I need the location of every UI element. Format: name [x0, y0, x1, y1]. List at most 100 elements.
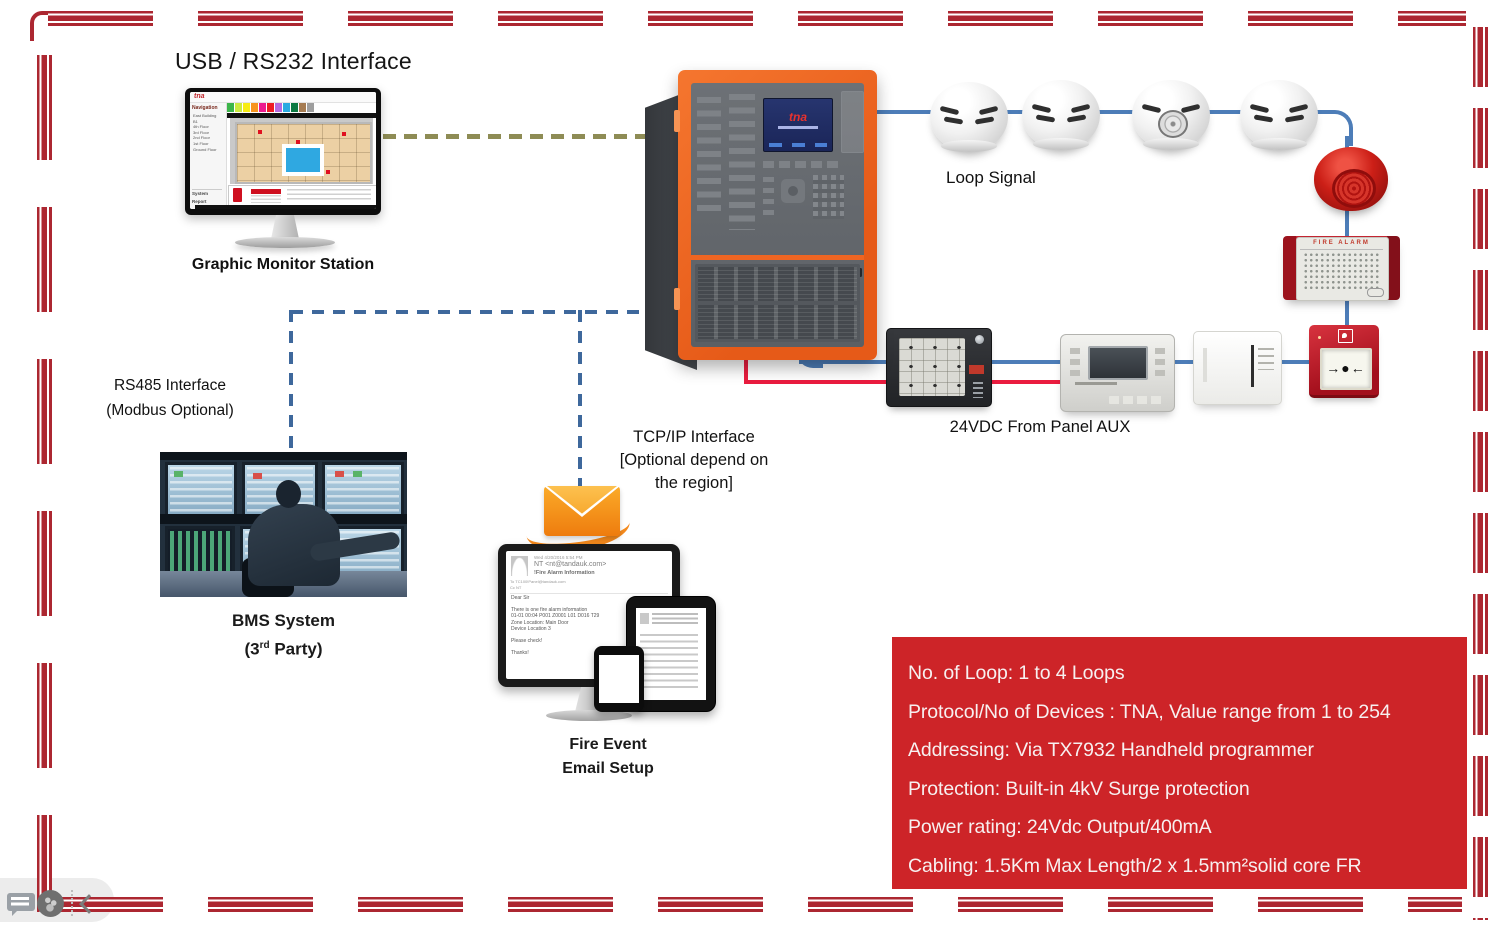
panel-hinge	[674, 110, 680, 132]
tcpip-label: TCP/IP Interface [Optional depend on the…	[619, 428, 769, 492]
graphic-monitor-station: tna Navigation East Building B1 4th Floo…	[185, 88, 381, 284]
sounder-logo	[1367, 288, 1384, 297]
loop-wire-down	[1345, 136, 1349, 332]
monitor-stand	[271, 215, 299, 239]
cursor-badge-icon[interactable]	[37, 890, 64, 917]
spec-line: Addressing: Via TX7932 Handheld programm…	[908, 739, 1314, 762]
app-title-bar	[227, 113, 376, 118]
app-toolbar-icons[interactable]	[227, 103, 376, 112]
specifications-box: No. of Loop: 1 to 4 Loops Protocol/No of…	[892, 637, 1467, 889]
callpoint-button[interactable]: →●←	[1320, 348, 1372, 390]
fire-repeater-panel	[1060, 334, 1175, 412]
graphic-monitor-label: Graphic Monitor Station	[191, 256, 375, 273]
border-top	[48, 11, 1466, 26]
module-text-block	[1258, 348, 1274, 370]
email-date: Wed 4/20/2016 5:54 PM	[534, 555, 583, 560]
page-title: USB / RS232 Interface	[175, 48, 412, 74]
monitor-bezel: tna Navigation East Building B1 4th Floo…	[185, 88, 381, 215]
bms-label: BMS System (3rd Party)	[232, 611, 335, 659]
panel-hinge	[674, 288, 680, 310]
panel-arrow-keys[interactable]	[781, 179, 805, 203]
monitor-base	[235, 237, 335, 248]
floorplan-pool	[282, 144, 324, 176]
callpoint-led	[1318, 336, 1321, 339]
zone-module-row	[698, 305, 857, 339]
photo-frame	[160, 452, 407, 460]
bms-operator-head	[276, 480, 301, 508]
aux-wire-red-drop	[744, 344, 748, 384]
tablet-screen	[636, 608, 706, 700]
zone-module-row	[698, 267, 857, 301]
panel-divider	[691, 255, 864, 260]
border-bottom	[58, 897, 1462, 912]
monitor-screen: tna Navigation East Building B1 4th Floo…	[190, 92, 376, 209]
aux-label: 24VDC From Panel AUX	[949, 418, 1131, 436]
sender-avatar	[511, 556, 528, 576]
interface-module-white	[1193, 331, 1282, 405]
sounder-front: FIRE ALARM	[1296, 237, 1389, 301]
smoke-detector-3	[1240, 80, 1318, 150]
alarm-marker	[258, 130, 262, 134]
phone-screen	[599, 655, 639, 703]
legend-text-block	[287, 189, 371, 202]
manual-call-point[interactable]: →●←	[1309, 325, 1379, 398]
nav-items[interactable]: East Building B1 4th Floor 3rd Floor 2nd…	[193, 113, 217, 152]
nav-footer[interactable]: System Report	[192, 189, 222, 206]
panel-numeric-keypad[interactable]	[813, 175, 844, 219]
loop-signal-label: Loop Signal	[946, 168, 1036, 187]
repeater-buttons[interactable]	[1109, 396, 1165, 404]
app-logo: tna	[194, 93, 205, 100]
panel-softkeys[interactable]	[769, 143, 827, 147]
fire-alarm-control-panel: tna	[645, 68, 877, 370]
panel-control-buttons[interactable]	[763, 177, 774, 219]
module-stripe	[1251, 345, 1254, 387]
email-cc: Cc NT	[510, 585, 668, 594]
legend-rows	[251, 195, 281, 203]
fire-event-label: Fire Event Email Setup	[562, 736, 654, 777]
spec-line: Power rating: 24Vdc Output/400mA	[908, 816, 1212, 839]
panel-lock[interactable]	[859, 268, 862, 277]
panel-screen-subtitle	[778, 126, 818, 129]
app-nav-panel: Navigation East Building B1 4th Floor 3r…	[190, 103, 227, 209]
tcpip-branch-line	[578, 310, 582, 488]
smoke-detector-1	[930, 82, 1008, 152]
serial-bus-line	[291, 310, 648, 314]
legend-alarm-bar	[251, 189, 281, 194]
event-legend	[228, 185, 376, 206]
email-monitor-base	[546, 710, 632, 721]
repeater-side-buttons[interactable]	[1070, 348, 1080, 376]
panel-led-labels-col1	[697, 97, 721, 215]
email-body: Dear Sir There is one fire alarm informa…	[511, 595, 600, 656]
bms-control-room-photo	[160, 452, 407, 597]
house-flame-icon	[1338, 329, 1353, 343]
email-phone	[594, 646, 644, 712]
panel-function-buttons[interactable]	[763, 161, 841, 168]
module-label	[969, 365, 984, 374]
usb-rs232-link-line	[383, 134, 648, 139]
module-pcb	[899, 338, 965, 396]
spec-line: No. of Loop: 1 to 4 Loops	[908, 662, 1125, 684]
heat-detector	[1132, 80, 1210, 150]
panel-face: tna	[691, 83, 864, 347]
toolbar-divider	[71, 890, 73, 916]
sounder-label: FIRE ALARM	[1300, 240, 1383, 250]
fire-alarm-sounder: FIRE ALARM	[1283, 236, 1400, 301]
nav-title: Navigation	[192, 105, 218, 111]
sounder-grille	[1303, 252, 1381, 290]
aux-wire-blue	[799, 360, 1313, 364]
email-from: NT <nt@tandauk.com>	[534, 561, 607, 568]
panel-door: tna	[674, 70, 877, 360]
border-right	[1473, 27, 1488, 920]
comment-bubble-icon[interactable]	[7, 893, 35, 916]
smoke-detector-2	[1022, 80, 1100, 150]
email-to: To TC100!Panel@tandauk.com	[510, 579, 566, 584]
border-corner-top-left	[30, 11, 49, 41]
siren-horn	[1332, 169, 1376, 208]
legend-icon	[233, 188, 242, 202]
alarm-marker	[296, 140, 300, 144]
email-envelope-icon	[523, 486, 633, 558]
repeater-side-buttons[interactable]	[1155, 348, 1165, 376]
repeater-lcd	[1088, 346, 1148, 380]
alarm-marker	[342, 132, 346, 136]
